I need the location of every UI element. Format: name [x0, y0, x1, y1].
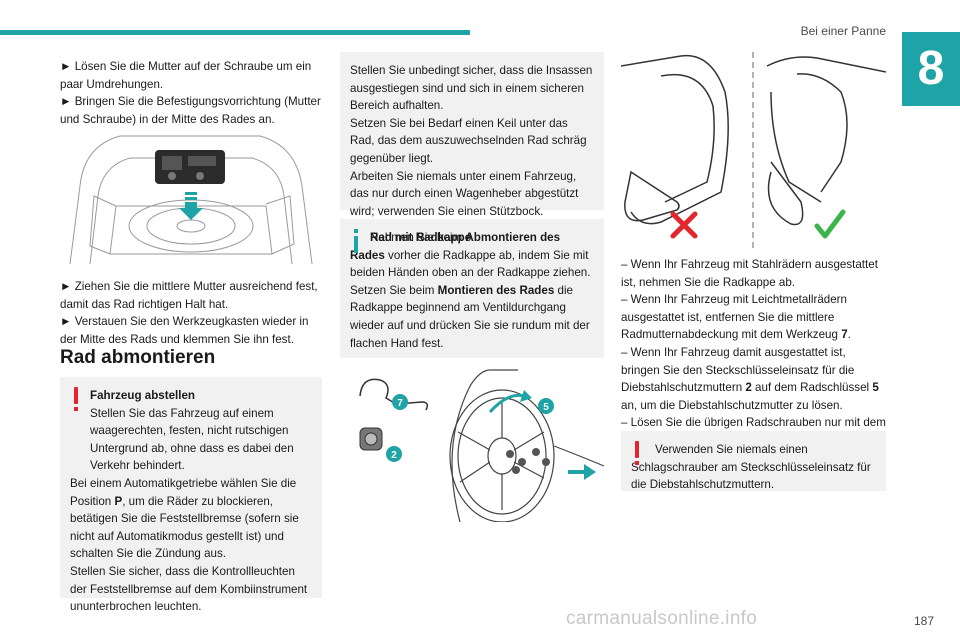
socket-2-shape [359, 427, 383, 451]
header-accent-bar [0, 30, 470, 35]
warning-exclamation-icon [69, 387, 83, 413]
wheel-removal-illustration: 7 5 2 [340, 366, 605, 523]
watermark: carmanualsonline.info [566, 608, 758, 629]
safety-text-3: Arbeiten Sie niemals unter einem Fahrzeu… [350, 169, 579, 218]
wheel-illustration-svg: 7 5 2 [359, 369, 605, 523]
step-stow-toolbox: ► Verstauen Sie den Werkzeugkasten wiede… [60, 315, 309, 346]
safety-box: Stellen Sie unbedingt sicher, dass die I… [340, 52, 604, 218]
center-cap-removal-illustration [620, 52, 887, 250]
rotate-arrow-icon [488, 393, 525, 414]
tool-7-shape [359, 378, 429, 411]
wrong-method-shape [620, 54, 729, 225]
warning-text-3: Stellen Sie sicher, dass die Kontrollleu… [70, 564, 308, 614]
info-text-2: Setzen Sie beim Montieren des Rades die … [350, 283, 590, 350]
section-title: Bei einer Panne [800, 24, 886, 38]
page-number: 187 [914, 614, 935, 628]
safety-text-1: Stellen Sie unbedingt sicher, dass die I… [350, 64, 593, 113]
red-cross-icon [670, 211, 698, 239]
svg-text:2: 2 [391, 450, 397, 461]
svg-text:5: 5 [543, 402, 549, 413]
instructions-bottom: ► Ziehen Sie die mittlere Mutter ausreic… [60, 278, 322, 348]
warning-exclamation-icon [630, 441, 644, 467]
wheel-nut-instructions: – Wenn Ihr Fahrzeug mit Stahlrädern ausg… [621, 256, 886, 450]
correct-method-shape [766, 56, 887, 226]
warning-impact-text: Verwenden Sie niemals einen Schlagschrau… [631, 443, 871, 492]
warning-box-park-vehicle: Fahrzeug abstellen Stellen Sie das Fahrz… [60, 377, 322, 613]
warning-title: Fahrzeug abstellen [90, 389, 196, 402]
callout-7: 7 [392, 394, 408, 410]
safety-text-2: Setzen Sie bei Bedarf einen Keil unter d… [350, 116, 587, 165]
info-title: Rad mit Radkappe [370, 231, 472, 244]
trunk-illustration-svg [69, 135, 313, 265]
instructions-top: ► Lösen Sie die Mutter auf der Schraube … [60, 58, 322, 128]
warning-text-2: Bei einem Automatikgetriebe wählen Sie d… [70, 476, 299, 561]
info-icon [349, 229, 363, 255]
right-arrow-icon [568, 464, 596, 480]
green-check-icon [814, 209, 846, 239]
section-heading: Rad abmontieren [60, 347, 216, 368]
callout-5: 5 [538, 398, 554, 414]
info-box-hubcap: Rad mit Radkappe Nehmen Sie beim Abmonti… [340, 219, 604, 358]
wheel-shape [449, 369, 605, 523]
instruction-anti-theft: – Wenn Ihr Fahrzeug damit ausgestattet i… [621, 345, 879, 412]
wheel-bolts [506, 448, 550, 474]
step-loosen-nut: ► Lösen Sie die Mutter auf der Schraube … [60, 60, 312, 91]
svg-text:7: 7 [397, 398, 403, 409]
down-arrow-icon [179, 192, 203, 220]
warning-text-1: Stellen Sie das Fahrzeug auf einem waage… [90, 406, 294, 473]
info-text-1: Nehmen Sie beim Abmontieren des Rades vo… [350, 231, 591, 280]
step-tighten-nut: ► Ziehen Sie die mittlere Mutter ausreic… [60, 280, 318, 311]
instruction-steel-wheels: – Wenn Ihr Fahrzeug mit Stahlrädern ausg… [621, 258, 878, 289]
instruction-alloy-wheels: – Wenn Ihr Fahrzeug mit Leichtmetallräde… [621, 293, 851, 342]
trunk-spare-wheel-illustration [60, 126, 322, 265]
callout-2: 2 [386, 446, 402, 462]
chapter-badge: 8 [902, 32, 960, 106]
step-fit-fixing: ► Bringen Sie die Befestigungsvorrichtun… [60, 95, 321, 126]
center-cap-illustration-svg [620, 52, 887, 250]
warning-box-impact-wrench: Verwenden Sie niemals einen Schlagschrau… [621, 431, 886, 491]
